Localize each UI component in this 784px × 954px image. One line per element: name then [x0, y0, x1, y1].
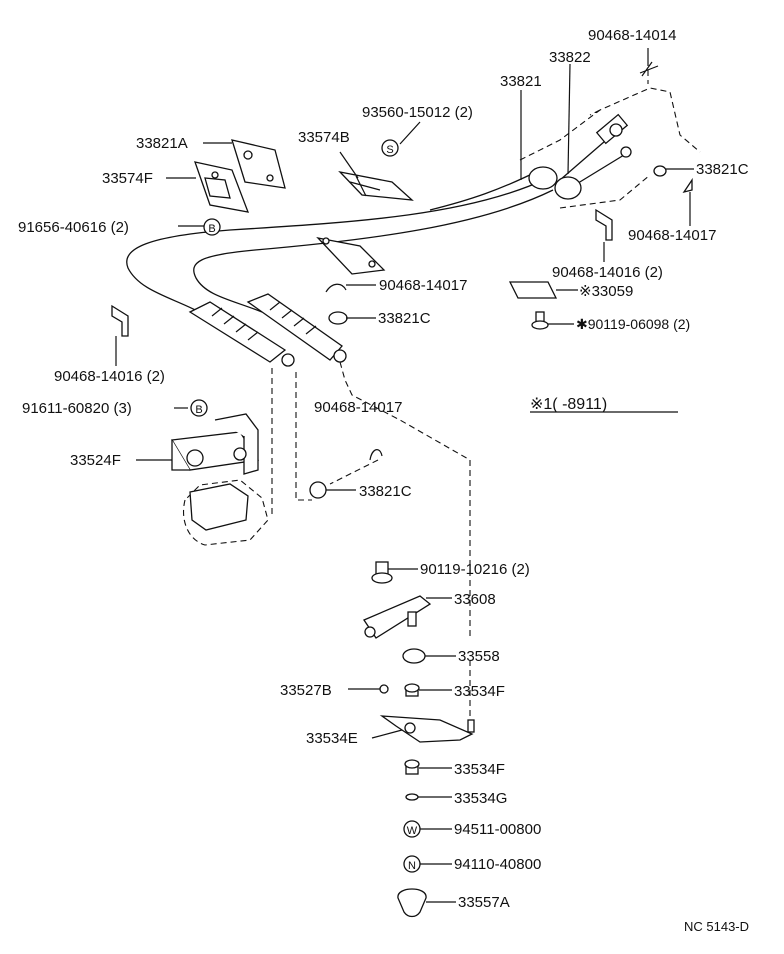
- symbol-w-icon: W: [403, 820, 421, 838]
- bolt-90119-06098: [531, 311, 549, 330]
- clip-90468-14017-right: [682, 177, 693, 194]
- diagram-code: NC 5143-D: [684, 919, 749, 934]
- label-33534e: 33534E: [306, 730, 358, 747]
- lever-33534e: [379, 715, 475, 743]
- clip-90468-14014: [639, 61, 659, 77]
- label-33574f: 33574F: [102, 170, 153, 187]
- label-91611-60820: 91611-60820 (3): [22, 400, 132, 417]
- symbol-b-icon: B: [203, 218, 221, 236]
- label-90119-10216: 90119-10216 (2): [420, 561, 530, 578]
- bracket-33574b: [338, 170, 414, 201]
- retainer-33821c-mid: [328, 311, 348, 325]
- label-94110-40800: 94110-40800: [454, 856, 541, 873]
- plate-33821a: [231, 139, 286, 189]
- label-33821: 33821: [500, 73, 542, 90]
- label-90119-06098: ✱90119-06098 (2): [576, 316, 690, 332]
- label-33534f-b: 33534F: [454, 761, 505, 778]
- note-applicability: ※1( -8911): [530, 396, 607, 413]
- leader-lower-mid: [295, 372, 312, 501]
- clip-90468-14016-left: [111, 304, 129, 337]
- leader-clip-low: [329, 459, 379, 485]
- bracket-33524f: [170, 413, 260, 475]
- part-labels: 90468-14014 33822 33821 93560-15012 (2) …: [18, 27, 749, 934]
- symbol-n-icon: N: [403, 855, 421, 873]
- shift-cables: [126, 134, 625, 316]
- label-33558: 33558: [458, 648, 500, 665]
- washer-33534g: [405, 793, 419, 801]
- label-33822: 33822: [549, 49, 591, 66]
- label-90468-14017-low: 90468-14017: [314, 399, 402, 416]
- svg-text:N: N: [408, 860, 416, 872]
- transmission-outline: [519, 87, 701, 209]
- clip-90468-14016-right: [595, 208, 613, 241]
- label-33821c-top: 33821C: [696, 161, 749, 178]
- leader-lines: [115, 48, 694, 903]
- label-33524f: 33524F: [70, 452, 121, 469]
- lever-33608: [363, 595, 432, 639]
- svg-text:B: B: [208, 223, 215, 235]
- label-90468-14014: 90468-14014: [588, 27, 676, 44]
- label-90468-14017-right: 90468-14017: [628, 227, 716, 244]
- cable-housing-33821: [528, 113, 632, 200]
- label-33821c-mid: 33821C: [378, 310, 431, 327]
- label-33574b: 33574B: [298, 129, 350, 146]
- label-94511-00800: 94511-00800: [454, 821, 541, 838]
- bolt-90119-10216: [371, 561, 393, 584]
- label-91656-40616: 91656-40616 (2): [18, 219, 129, 236]
- bracket-33574f: [194, 161, 250, 213]
- label-33821a: 33821A: [136, 135, 188, 152]
- washer-33527b: [379, 684, 389, 694]
- label-33608: 33608: [454, 591, 496, 608]
- label-93560-15012: 93560-15012 (2): [362, 104, 473, 121]
- label-33557a: 33557A: [458, 894, 510, 911]
- clip-90468-14017-low: [369, 449, 383, 461]
- clip-90468-14017-mid: [325, 283, 347, 293]
- svg-text:B: B: [195, 404, 202, 416]
- plate-33059: [508, 281, 558, 299]
- transmission-housing: [183, 479, 269, 546]
- svg-text:S: S: [386, 144, 393, 156]
- label-33527b: 33527B: [280, 682, 332, 699]
- label-90468-14016-right: 90468-14016 (2): [552, 264, 663, 281]
- symbol-b-icon-2: B: [190, 399, 208, 417]
- cable-boots: [188, 293, 347, 367]
- leader-cable-end: [339, 361, 471, 640]
- bushing-33534f-a: [404, 683, 420, 697]
- label-90468-14016-left: 90468-14016 (2): [54, 368, 165, 385]
- label-33059: ※33059: [579, 283, 633, 300]
- label-90468-14017-mid: 90468-14017: [379, 277, 467, 294]
- label-33821c-low: 33821C: [359, 483, 412, 500]
- knob-33557a: [397, 888, 427, 918]
- cable-bracket-center: [316, 236, 386, 275]
- retainer-33821c-top: [653, 165, 667, 177]
- bushing-33534f-b: [404, 759, 420, 775]
- retainer-33821c-low: [309, 481, 327, 499]
- bushing-33558: [402, 648, 426, 664]
- label-33534f-a: 33534F: [454, 683, 505, 700]
- label-33534g: 33534G: [454, 790, 507, 807]
- svg-text:W: W: [407, 825, 418, 837]
- symbol-s-icon: S: [381, 139, 399, 157]
